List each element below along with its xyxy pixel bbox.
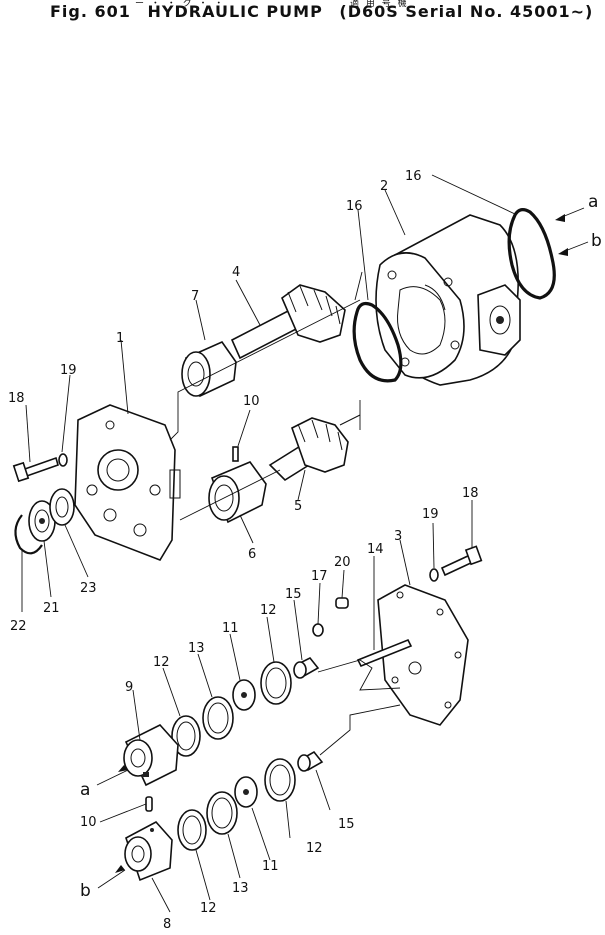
seal-part-12-lower-left: [177, 809, 207, 851]
callout-16-right: 16: [405, 169, 422, 184]
callout-12-upper-left: 12: [153, 655, 170, 670]
ref-a-bottom: a: [80, 780, 90, 800]
seal-part-12-upper-left: [171, 715, 201, 757]
callout-15-upper: 15: [285, 587, 302, 602]
ref-a-top: a: [588, 192, 598, 212]
drive-gear-shaft-part-4: [230, 284, 346, 360]
figure-title: Fig. 601 HYDRAULIC PUMP (D60S Serial No.…: [50, 0, 603, 21]
ring-part-13-upper: [202, 696, 234, 740]
callout-2: 2: [380, 179, 388, 194]
callout-10-lower: 10: [80, 815, 97, 830]
callout-19-right: 19: [422, 507, 439, 522]
o-ring-part-16-left: [352, 301, 403, 383]
callout-8: 8: [163, 917, 171, 932]
callout-4: 4: [232, 265, 240, 280]
bearing-part-7: [181, 341, 237, 398]
figure-number: Fig. 601: [50, 2, 131, 21]
figure-serial: (D60S Serial No. 45001~): [339, 2, 594, 21]
callout-13-lower: 13: [232, 881, 249, 896]
washer-part-19-left: [58, 453, 68, 467]
block-part-8: [124, 820, 173, 882]
callout-10-upper: 10: [243, 394, 260, 409]
fitting-part-15-upper: [293, 656, 320, 679]
reference-arrows: [115, 214, 568, 873]
callout-15-lower: 15: [338, 817, 355, 832]
bolt-part-18-left: [12, 456, 59, 483]
callout-12-lower-right: 12: [306, 841, 323, 856]
callout-23: 23: [80, 581, 97, 596]
seal-part-12-lower-right: [264, 758, 296, 802]
plate-part-11-lower: [234, 776, 258, 808]
ref-b-bottom: b: [80, 881, 91, 901]
callout-17: 17: [311, 569, 328, 584]
callout-1: 1: [116, 331, 124, 346]
block-part-9: [123, 724, 179, 787]
callout-5: 5: [294, 499, 302, 514]
callout-18-right: 18: [462, 486, 479, 501]
o-ring-part-16-right: [507, 208, 556, 300]
dowel-pin-part-14: [356, 638, 413, 668]
pump-body-part-2: [375, 214, 521, 386]
callout-14: 14: [367, 542, 384, 557]
seal-part-12-upper-right: [260, 661, 292, 705]
callout-12-lower-left: 12: [200, 901, 217, 916]
leader-lines: [21, 174, 589, 913]
seal-part-23: [49, 488, 75, 526]
title-jp-fragment-left: ー ・ ・ ク ・ ・: [135, 0, 226, 9]
callout-22: 22: [10, 619, 27, 634]
callout-3: 3: [394, 529, 402, 544]
part-callouts: 2 16 16 4 7 1 19 18 10 5 6 23 21 22 18 1…: [8, 169, 602, 932]
front-cover-part-1: [74, 404, 181, 561]
callout-6: 6: [248, 547, 256, 562]
bolt-part-18-right: [440, 545, 483, 577]
plate-part-11-upper: [232, 679, 256, 711]
callout-18-left: 18: [8, 391, 25, 406]
callout-16-left: 16: [346, 199, 363, 214]
callout-12-upper-right: 12: [260, 603, 277, 618]
ref-b-top: b: [591, 231, 602, 251]
ring-part-13-lower: [206, 791, 238, 835]
callout-19-left: 19: [60, 363, 77, 378]
o-ring-part-17: [312, 623, 324, 637]
bearing-part-6: [208, 446, 267, 524]
washer-part-19-right: [429, 568, 439, 582]
callout-13-upper: 13: [188, 641, 205, 656]
pin-part-10-lower: [145, 796, 153, 812]
driven-gear-part-5: [268, 414, 361, 482]
callout-20: 20: [334, 555, 351, 570]
callout-11-upper: 11: [222, 621, 239, 636]
title-jp-fragment-right: 適 用 号 機: [350, 0, 409, 9]
callout-7: 7: [191, 289, 199, 304]
callout-9: 9: [125, 680, 133, 695]
figure-name: HYDRAULIC PUMP: [147, 2, 323, 21]
callout-21: 21: [43, 601, 60, 616]
plug-part-20: [335, 597, 349, 609]
fitting-part-15-lower: [297, 750, 324, 772]
rear-cover-part-3: [377, 584, 469, 726]
callout-11-lower: 11: [262, 859, 279, 874]
snap-ring-part-22: [14, 514, 43, 555]
